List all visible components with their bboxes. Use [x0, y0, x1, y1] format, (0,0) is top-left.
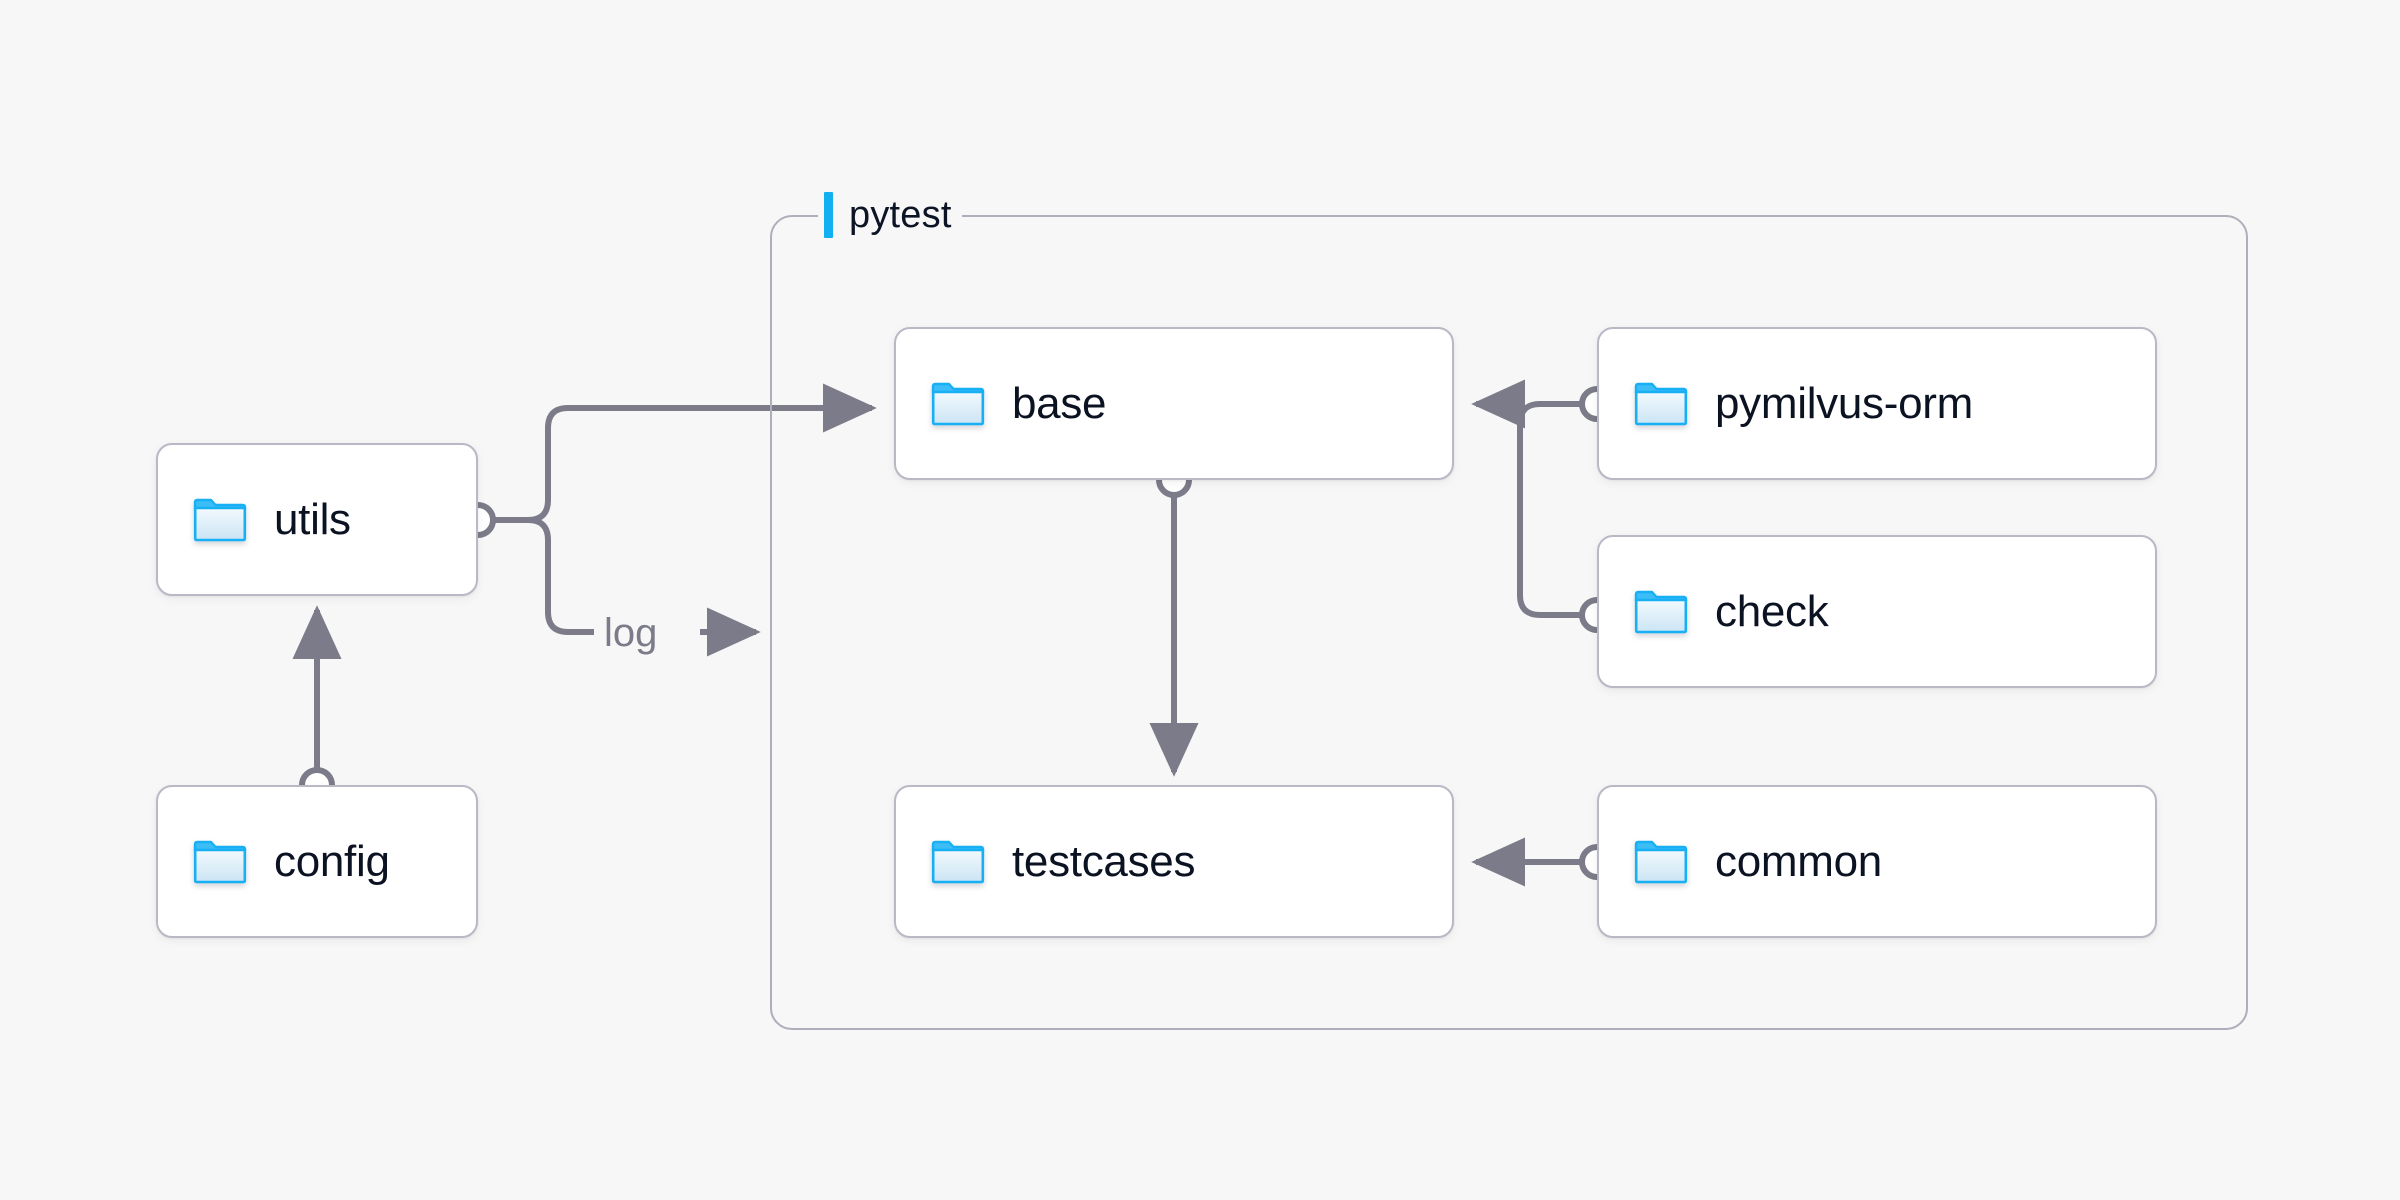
node-check[interactable]: check [1597, 535, 2157, 688]
node-label: common [1715, 836, 1882, 886]
folder-icon [931, 382, 985, 425]
node-label: base [1012, 378, 1107, 428]
edge-label-log: log [604, 611, 658, 655]
node-label: testcases [1012, 836, 1196, 886]
folder-icon [1634, 840, 1688, 883]
folder-icon [193, 498, 247, 541]
folder-icon [1634, 590, 1688, 633]
node-utils[interactable]: utils [156, 443, 478, 596]
accent-bar-icon [824, 192, 833, 238]
pytest-group-label: pytest [849, 194, 952, 236]
folder-icon [1634, 382, 1688, 425]
node-label: pymilvus-orm [1715, 378, 1973, 428]
node-base[interactable]: base [894, 327, 1454, 480]
node-testcases[interactable]: testcases [894, 785, 1454, 938]
folder-icon [193, 840, 247, 883]
node-label: utils [274, 494, 351, 544]
pytest-group-header: pytest [818, 192, 962, 238]
node-config[interactable]: config [156, 785, 478, 938]
node-common[interactable]: common [1597, 785, 2157, 938]
pytest-group-container [770, 215, 2248, 1030]
node-label: check [1715, 586, 1829, 636]
folder-icon [931, 840, 985, 883]
edge-utils-to-log [527, 517, 594, 635]
node-pymilvus-orm[interactable]: pymilvus-orm [1597, 327, 2157, 480]
node-label: config [274, 836, 390, 886]
